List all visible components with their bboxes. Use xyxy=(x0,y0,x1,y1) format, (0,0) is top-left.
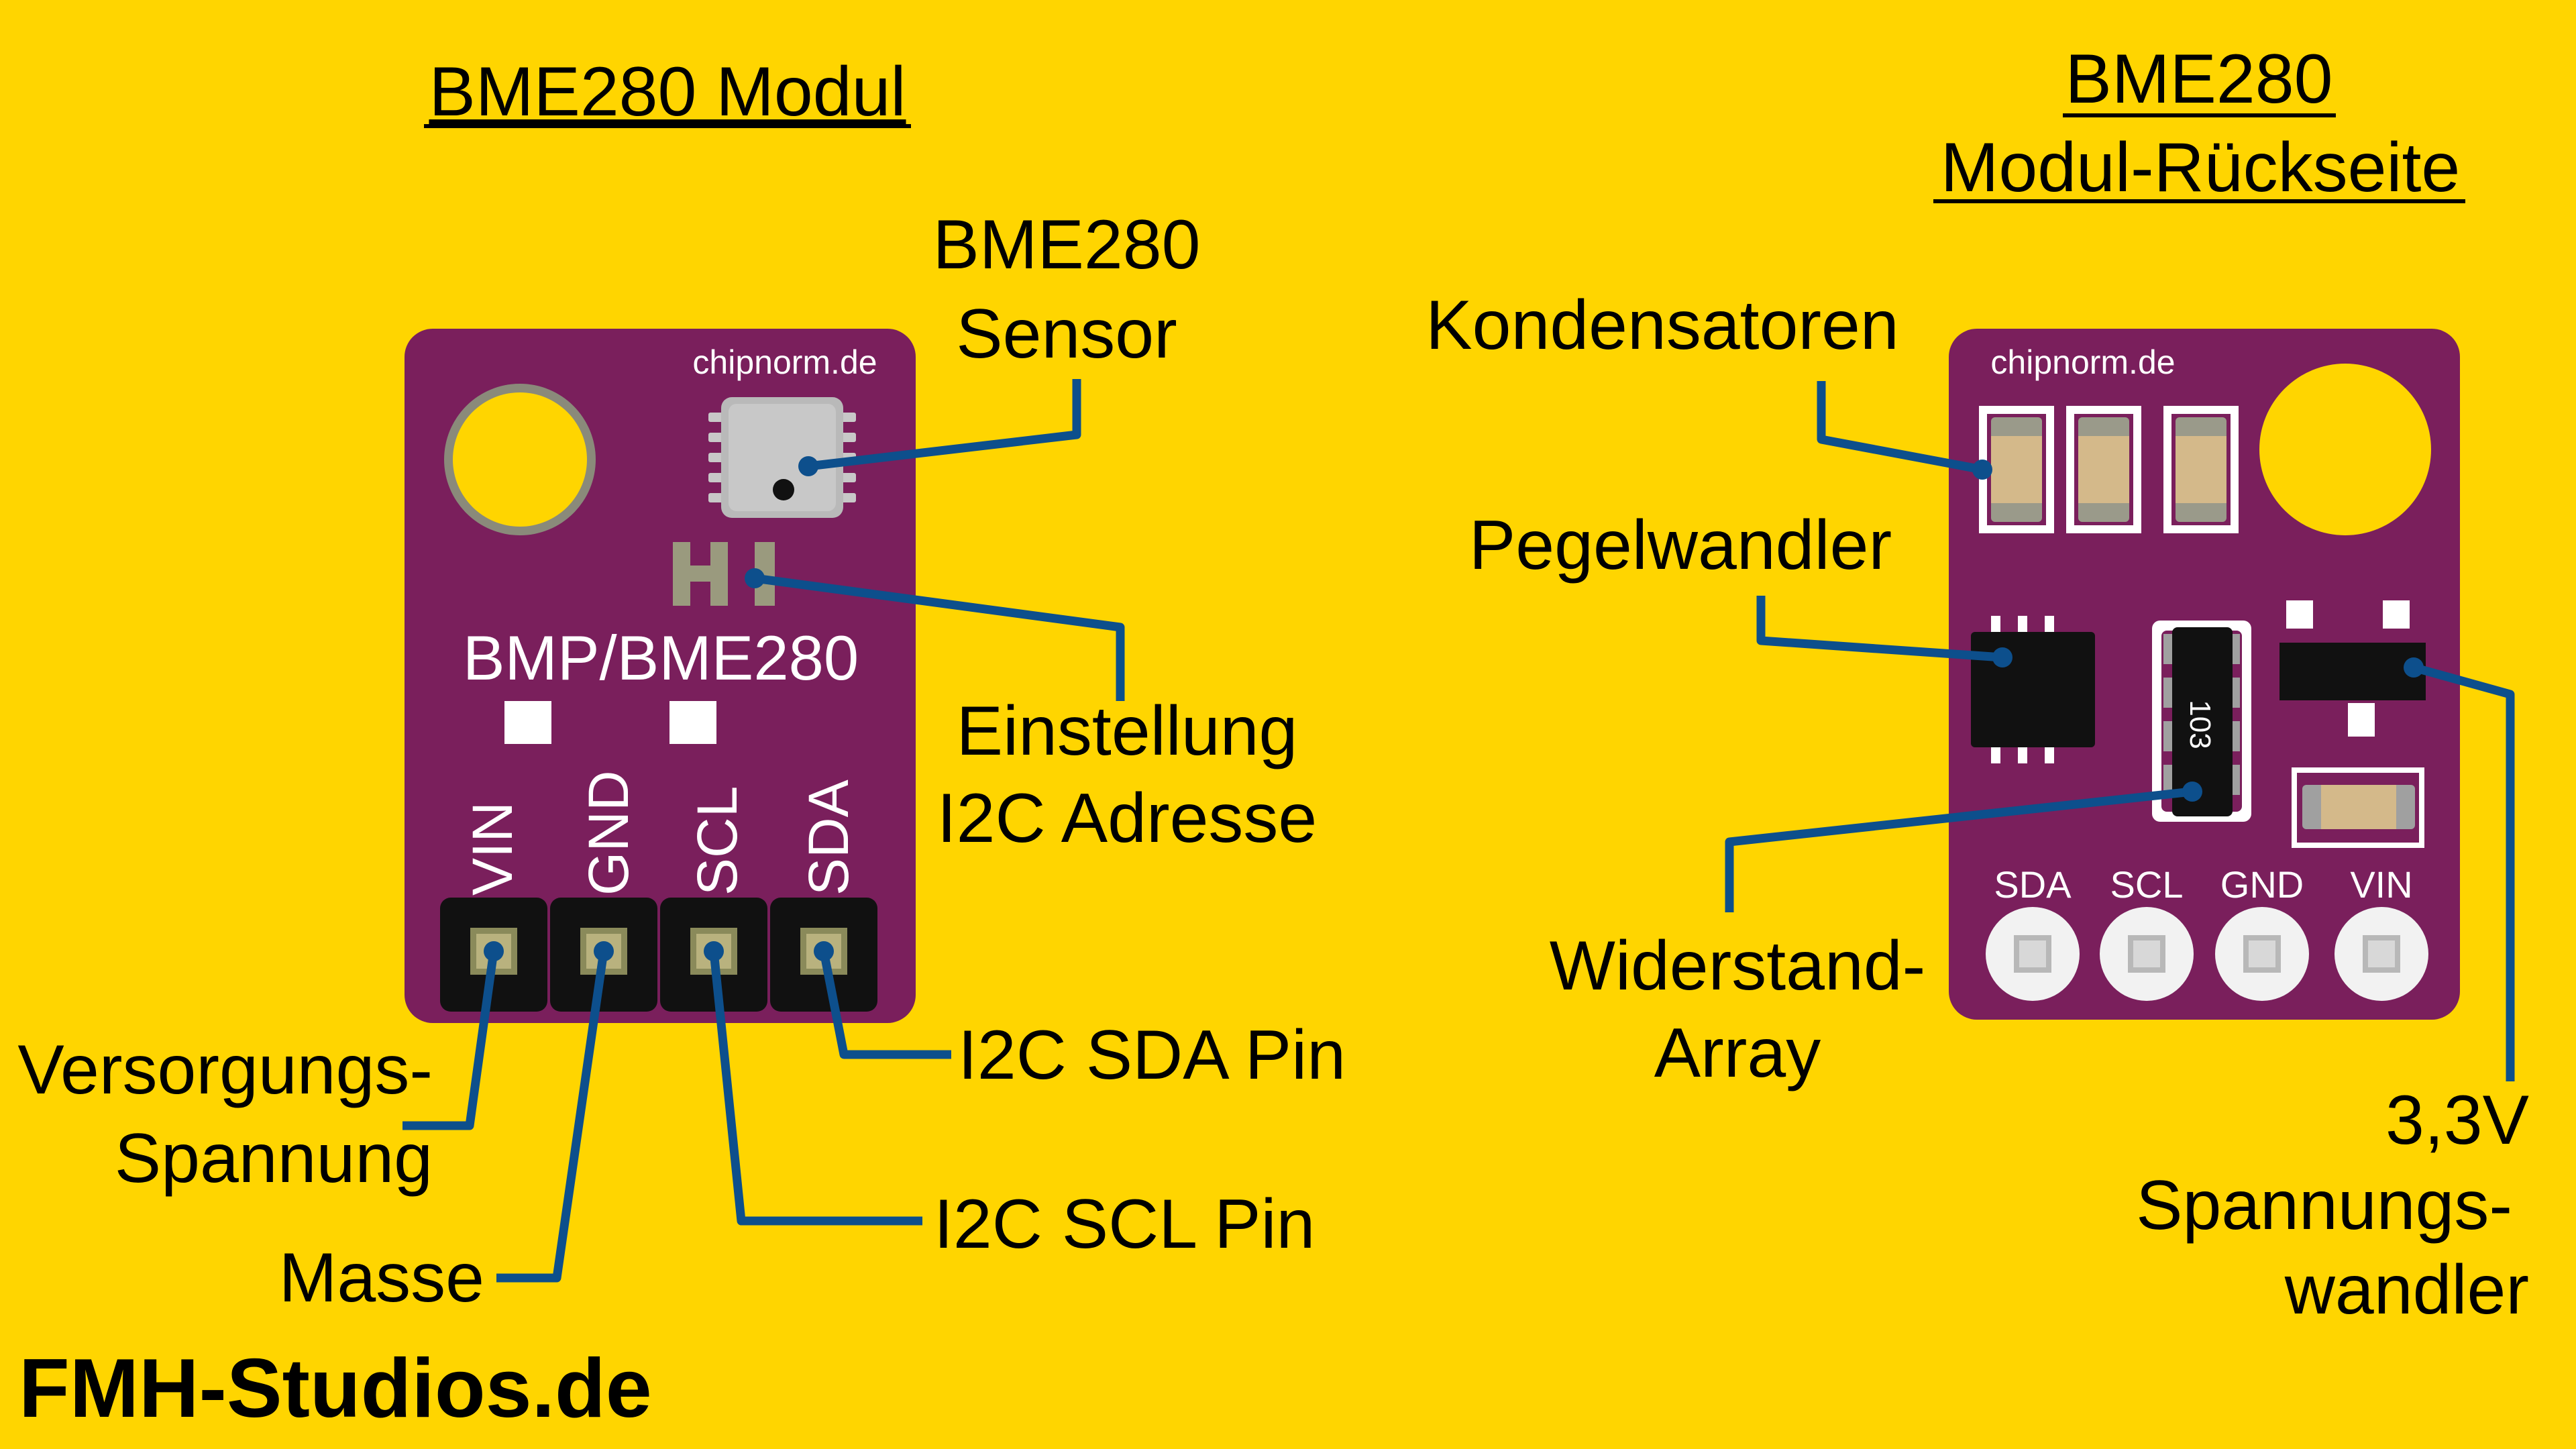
labels: BME280 Modul BME280 Modul-Rückseite BME2… xyxy=(17,40,2529,1435)
small-resistor xyxy=(2292,767,2424,848)
front-silk-square-left xyxy=(504,701,551,744)
label-sensor-line2: Sensor xyxy=(956,295,1177,373)
back-pin-label-sda: SDA xyxy=(1994,863,2072,906)
capacitors xyxy=(1979,406,2239,533)
back-pin-pads xyxy=(1986,907,2428,1001)
front-silk-model: BMP/BME280 xyxy=(463,623,859,693)
label-regulator-line3: wandler xyxy=(2284,1251,2529,1329)
footer-brand: FMH-Studios.de xyxy=(19,1342,652,1435)
leader-i2c-address xyxy=(754,574,1125,701)
label-supply-line1: Versorgungs- xyxy=(17,1031,433,1109)
leader-endpoints xyxy=(484,456,2424,961)
label-regulator-line1: 3,3V xyxy=(2385,1081,2529,1159)
leader-resistor-array xyxy=(1725,787,2193,912)
leader-regulator xyxy=(2412,663,2515,1081)
front-pin-label-sda: SDA xyxy=(797,780,860,896)
label-level-shifter: Pegelwandler xyxy=(1469,506,1892,584)
back-board: chipnorm.de xyxy=(1949,329,2460,1020)
leader-scl xyxy=(709,951,922,1226)
label-resistor-array-line2: Array xyxy=(1654,1014,1821,1092)
resistor-array: 103 xyxy=(2152,621,2251,822)
back-title-line1: BME280 xyxy=(2065,40,2333,118)
front-title: BME280 Modul xyxy=(429,53,906,131)
label-ground: Masse xyxy=(279,1239,484,1317)
back-title-line2: Modul-Rückseite xyxy=(1941,129,2461,207)
leader-capacitors xyxy=(1817,381,1984,474)
leader-lines xyxy=(402,379,2515,1283)
i2c-address-jumper xyxy=(673,542,775,606)
label-supply-line2: Spannung xyxy=(115,1120,433,1197)
back-pin-label-scl: SCL xyxy=(2110,863,2184,906)
level-shifter-chip xyxy=(1971,616,2095,763)
resistor-code: 103 xyxy=(2184,700,2216,749)
back-mounting-hole xyxy=(2259,364,2431,535)
bme280-sensor-chip xyxy=(708,397,856,518)
front-silk-brand: chipnorm.de xyxy=(692,343,877,381)
leader-sda xyxy=(819,950,951,1059)
back-silk-brand: chipnorm.de xyxy=(1990,343,2175,381)
front-board: chipnorm.de xyxy=(405,329,916,1023)
label-resistor-array-line1: Widerstand- xyxy=(1550,927,1926,1005)
front-pin-label-gnd: GND xyxy=(577,770,640,896)
voltage-regulator-chip xyxy=(2279,600,2426,737)
front-silk-square-right xyxy=(669,701,716,744)
label-sensor-line1: BME280 xyxy=(933,206,1201,284)
front-pin-label-vin: VIN xyxy=(461,802,524,896)
label-scl: I2C SCL Pin xyxy=(934,1185,1315,1263)
back-pin-label-gnd: GND xyxy=(2220,863,2304,906)
label-capacitors: Kondensatoren xyxy=(1426,286,1898,364)
label-sda: I2C SDA Pin xyxy=(958,1016,1346,1094)
leader-sensor xyxy=(808,379,1081,471)
leader-supply xyxy=(402,951,498,1130)
label-i2c-address-line1: Einstellung xyxy=(957,692,1298,770)
label-i2c-address-line2: I2C Adresse xyxy=(937,780,1318,857)
front-pin-label-scl: SCL xyxy=(686,786,749,896)
leader-level-shifter xyxy=(1756,596,2003,662)
label-regulator-line2: Spannungs- xyxy=(2136,1167,2512,1244)
leader-ground xyxy=(496,951,608,1283)
back-pin-label-vin: VIN xyxy=(2350,863,2412,906)
